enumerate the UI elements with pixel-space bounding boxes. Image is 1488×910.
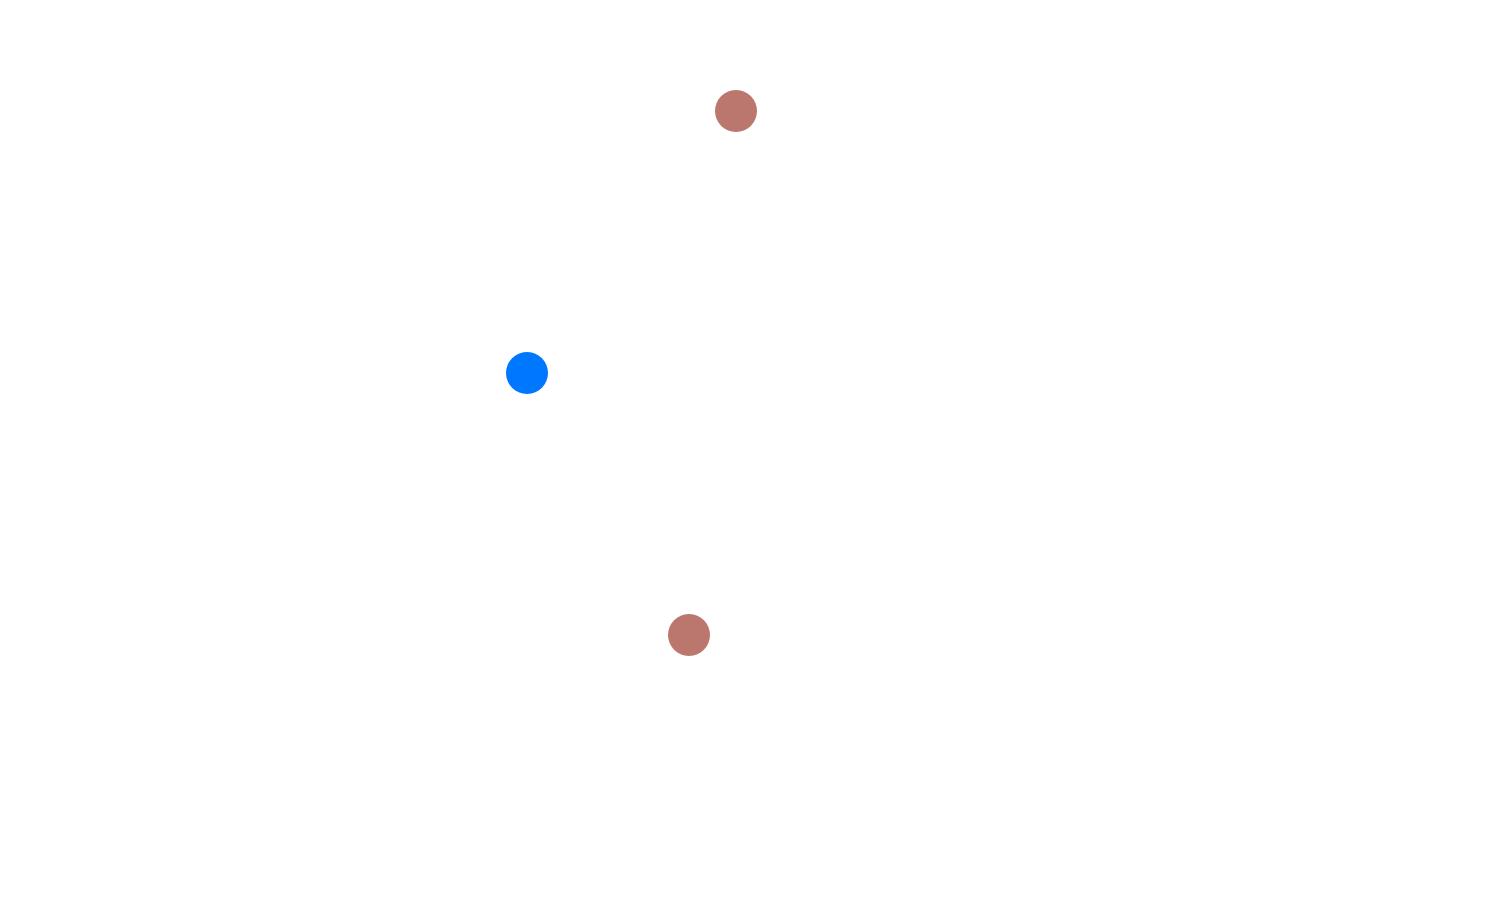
red-dot[interactable] [715,90,757,132]
blue-dot[interactable] [506,352,548,394]
red-dot[interactable] [668,614,710,656]
